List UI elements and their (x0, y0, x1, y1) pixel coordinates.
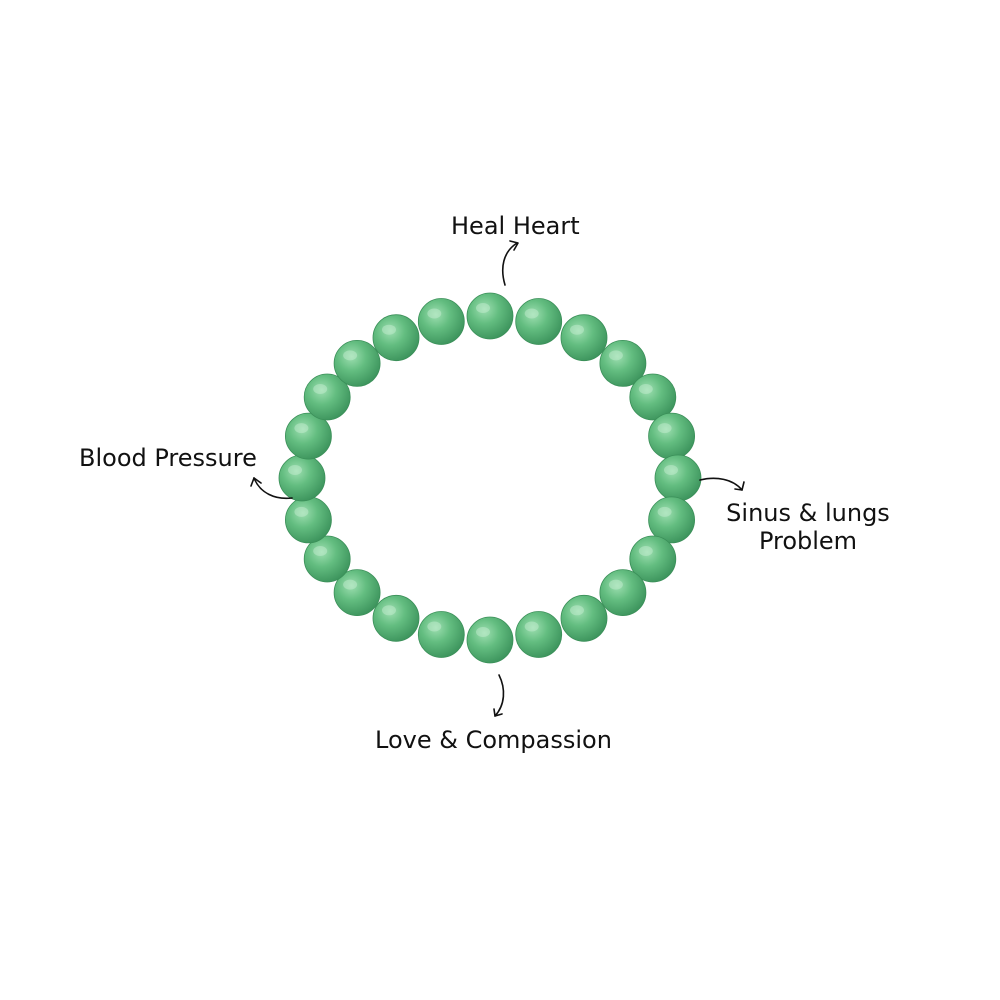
bead-highlight (476, 303, 490, 313)
bead-highlight (343, 350, 358, 361)
bead-highlight (570, 605, 584, 616)
label-sinus-lungs: Sinus & lungs Problem (722, 499, 894, 555)
bead-highlight (313, 546, 328, 556)
bead (648, 496, 695, 544)
bead-highlight (638, 384, 653, 394)
bead-highlight (657, 423, 672, 434)
label-blood-pressure: Blood Pressure (79, 444, 257, 472)
bead (417, 298, 465, 345)
bead (560, 314, 608, 362)
bead (372, 314, 420, 362)
bead (629, 373, 677, 421)
bead (284, 496, 332, 544)
bead-highlight (382, 324, 396, 335)
bead-highlight (288, 465, 302, 475)
bead-highlight (524, 308, 539, 319)
bead (466, 616, 514, 664)
bead-highlight (382, 605, 396, 616)
bead-highlight (524, 621, 539, 632)
bead-highlight (476, 627, 490, 637)
bead-highlight (427, 621, 442, 632)
bead-highlight (343, 579, 358, 590)
bead (417, 611, 465, 658)
bead-highlight (313, 384, 328, 394)
bead-highlight (294, 423, 309, 434)
bead-highlight (294, 506, 309, 517)
label-sinus-line: Sinus & lungs (726, 499, 890, 527)
label-love-compassion: Love & Compassion (375, 726, 612, 754)
bead (333, 569, 381, 616)
bead-highlight (427, 308, 442, 319)
bead (303, 535, 351, 583)
bead (466, 292, 514, 340)
bead (278, 454, 326, 502)
bead-highlight (657, 506, 672, 517)
bead-highlight (664, 465, 678, 475)
bead (515, 611, 563, 658)
bead (515, 298, 563, 345)
bead (303, 373, 351, 421)
bead-highlight (608, 350, 623, 361)
bead-highlight (608, 579, 623, 590)
bead-ring (278, 292, 702, 664)
bead (333, 339, 381, 387)
label-problem-line: Problem (758, 527, 858, 555)
bead (599, 339, 647, 387)
bead (654, 454, 702, 502)
bead (372, 594, 420, 642)
bead (629, 535, 677, 583)
bead (560, 594, 608, 642)
bead (599, 569, 647, 616)
bead-highlight (638, 546, 653, 556)
bead-highlight (570, 324, 584, 335)
bead (648, 412, 695, 460)
bead (284, 412, 332, 460)
label-heal-heart: Heal Heart (451, 212, 580, 240)
